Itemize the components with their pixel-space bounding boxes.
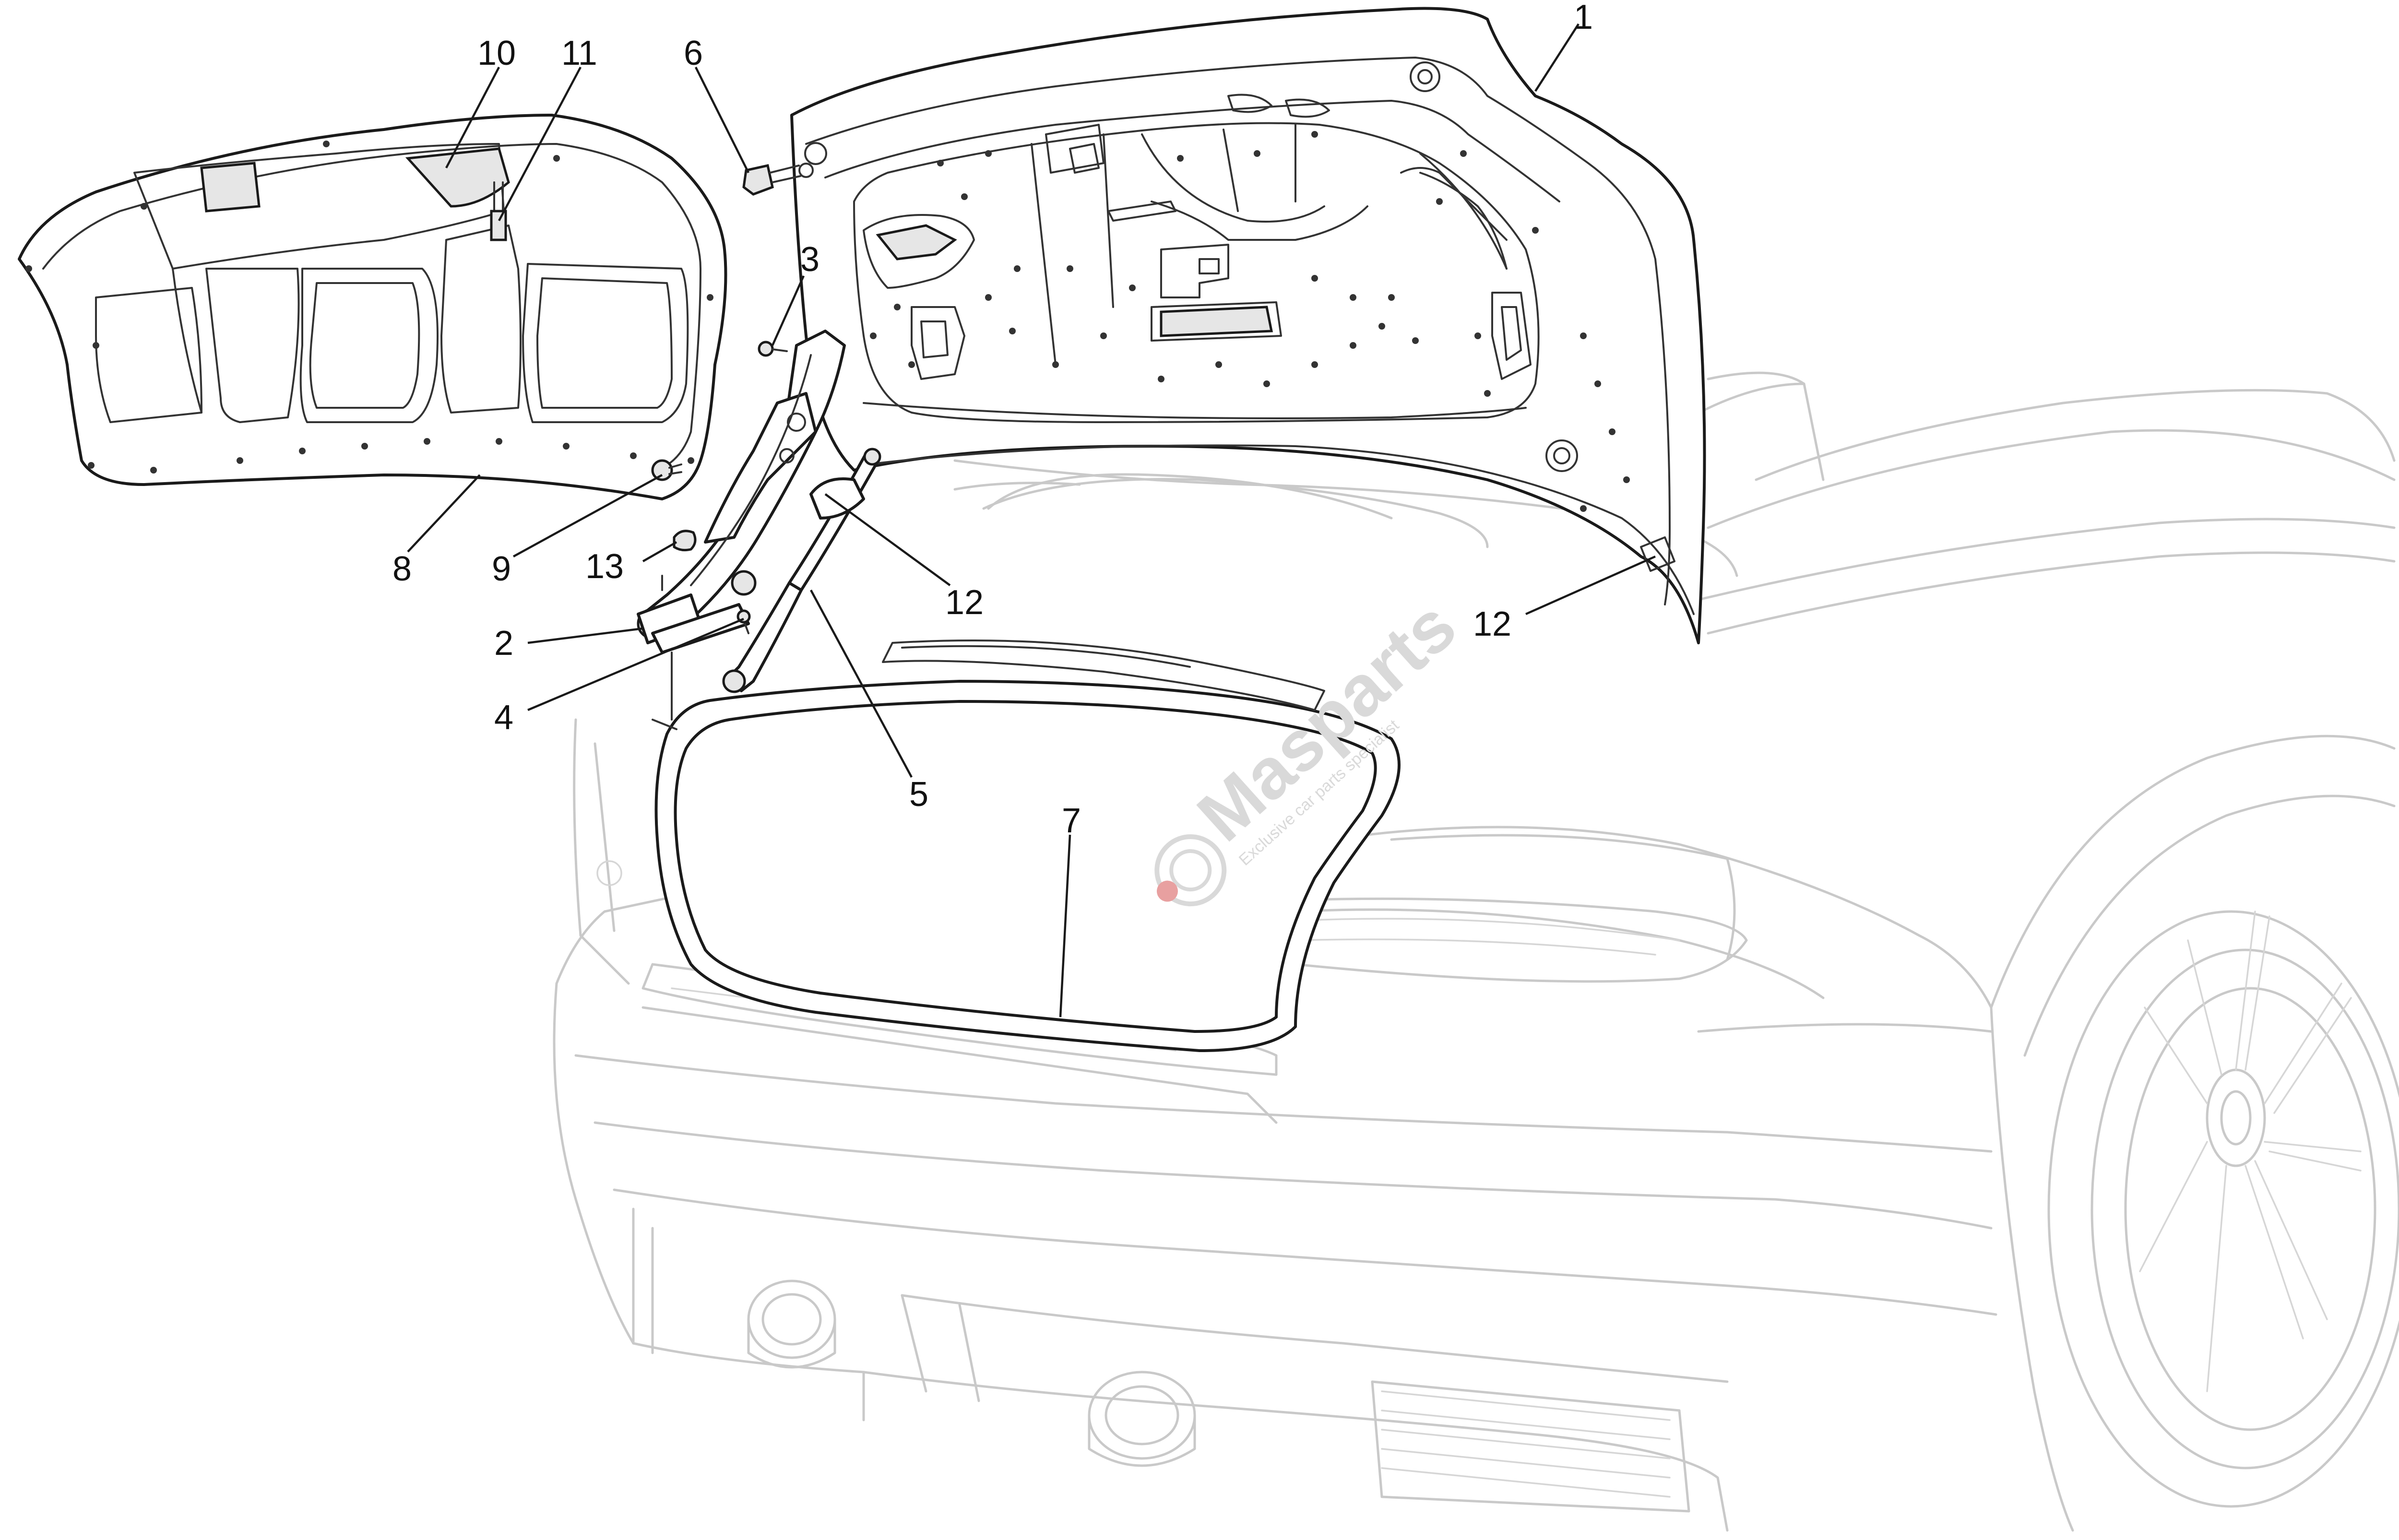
- callout-9: 9: [492, 550, 511, 588]
- lining-holes: [25, 141, 713, 474]
- callout-2: 2: [494, 624, 513, 663]
- clip: [673, 530, 697, 552]
- rear-wheel: [2047, 910, 2399, 1508]
- callout-5: 5: [909, 775, 928, 814]
- callout-10: 10: [477, 34, 516, 72]
- callout-8: 8: [392, 550, 412, 588]
- callout-labels: 1 2 3 4 5 6 7 8 9 10 11 12 12 13: [392, 0, 1593, 840]
- callout-4: 4: [494, 699, 513, 737]
- callout-13: 13: [585, 547, 624, 586]
- lid-holes: [870, 131, 1630, 512]
- callout-12-right: 12: [1473, 605, 1511, 643]
- hinge-bracket: [651, 603, 751, 654]
- car-body-outline: [553, 371, 2399, 1532]
- exhaust-left: [747, 1279, 836, 1369]
- callout-12-upper: 12: [945, 583, 984, 622]
- trunk-seal: [654, 640, 1401, 1052]
- hinge-reference-lines: [652, 575, 677, 730]
- callout-3: 3: [800, 240, 819, 279]
- screw: [758, 341, 788, 357]
- gas-strut: [722, 448, 881, 693]
- callout-6: 6: [684, 34, 703, 72]
- exhaust-right: [1088, 1371, 1196, 1467]
- callout-7: 7: [1062, 802, 1081, 840]
- hinge-bolt: [742, 163, 814, 196]
- trunk-lid-lining: [18, 114, 727, 500]
- trunk-lid: [790, 7, 1706, 644]
- callout-11: 11: [561, 34, 597, 72]
- callout-1: 1: [1574, 0, 1593, 36]
- leader-lines: [407, 23, 1656, 1018]
- lining-clip: [651, 459, 682, 481]
